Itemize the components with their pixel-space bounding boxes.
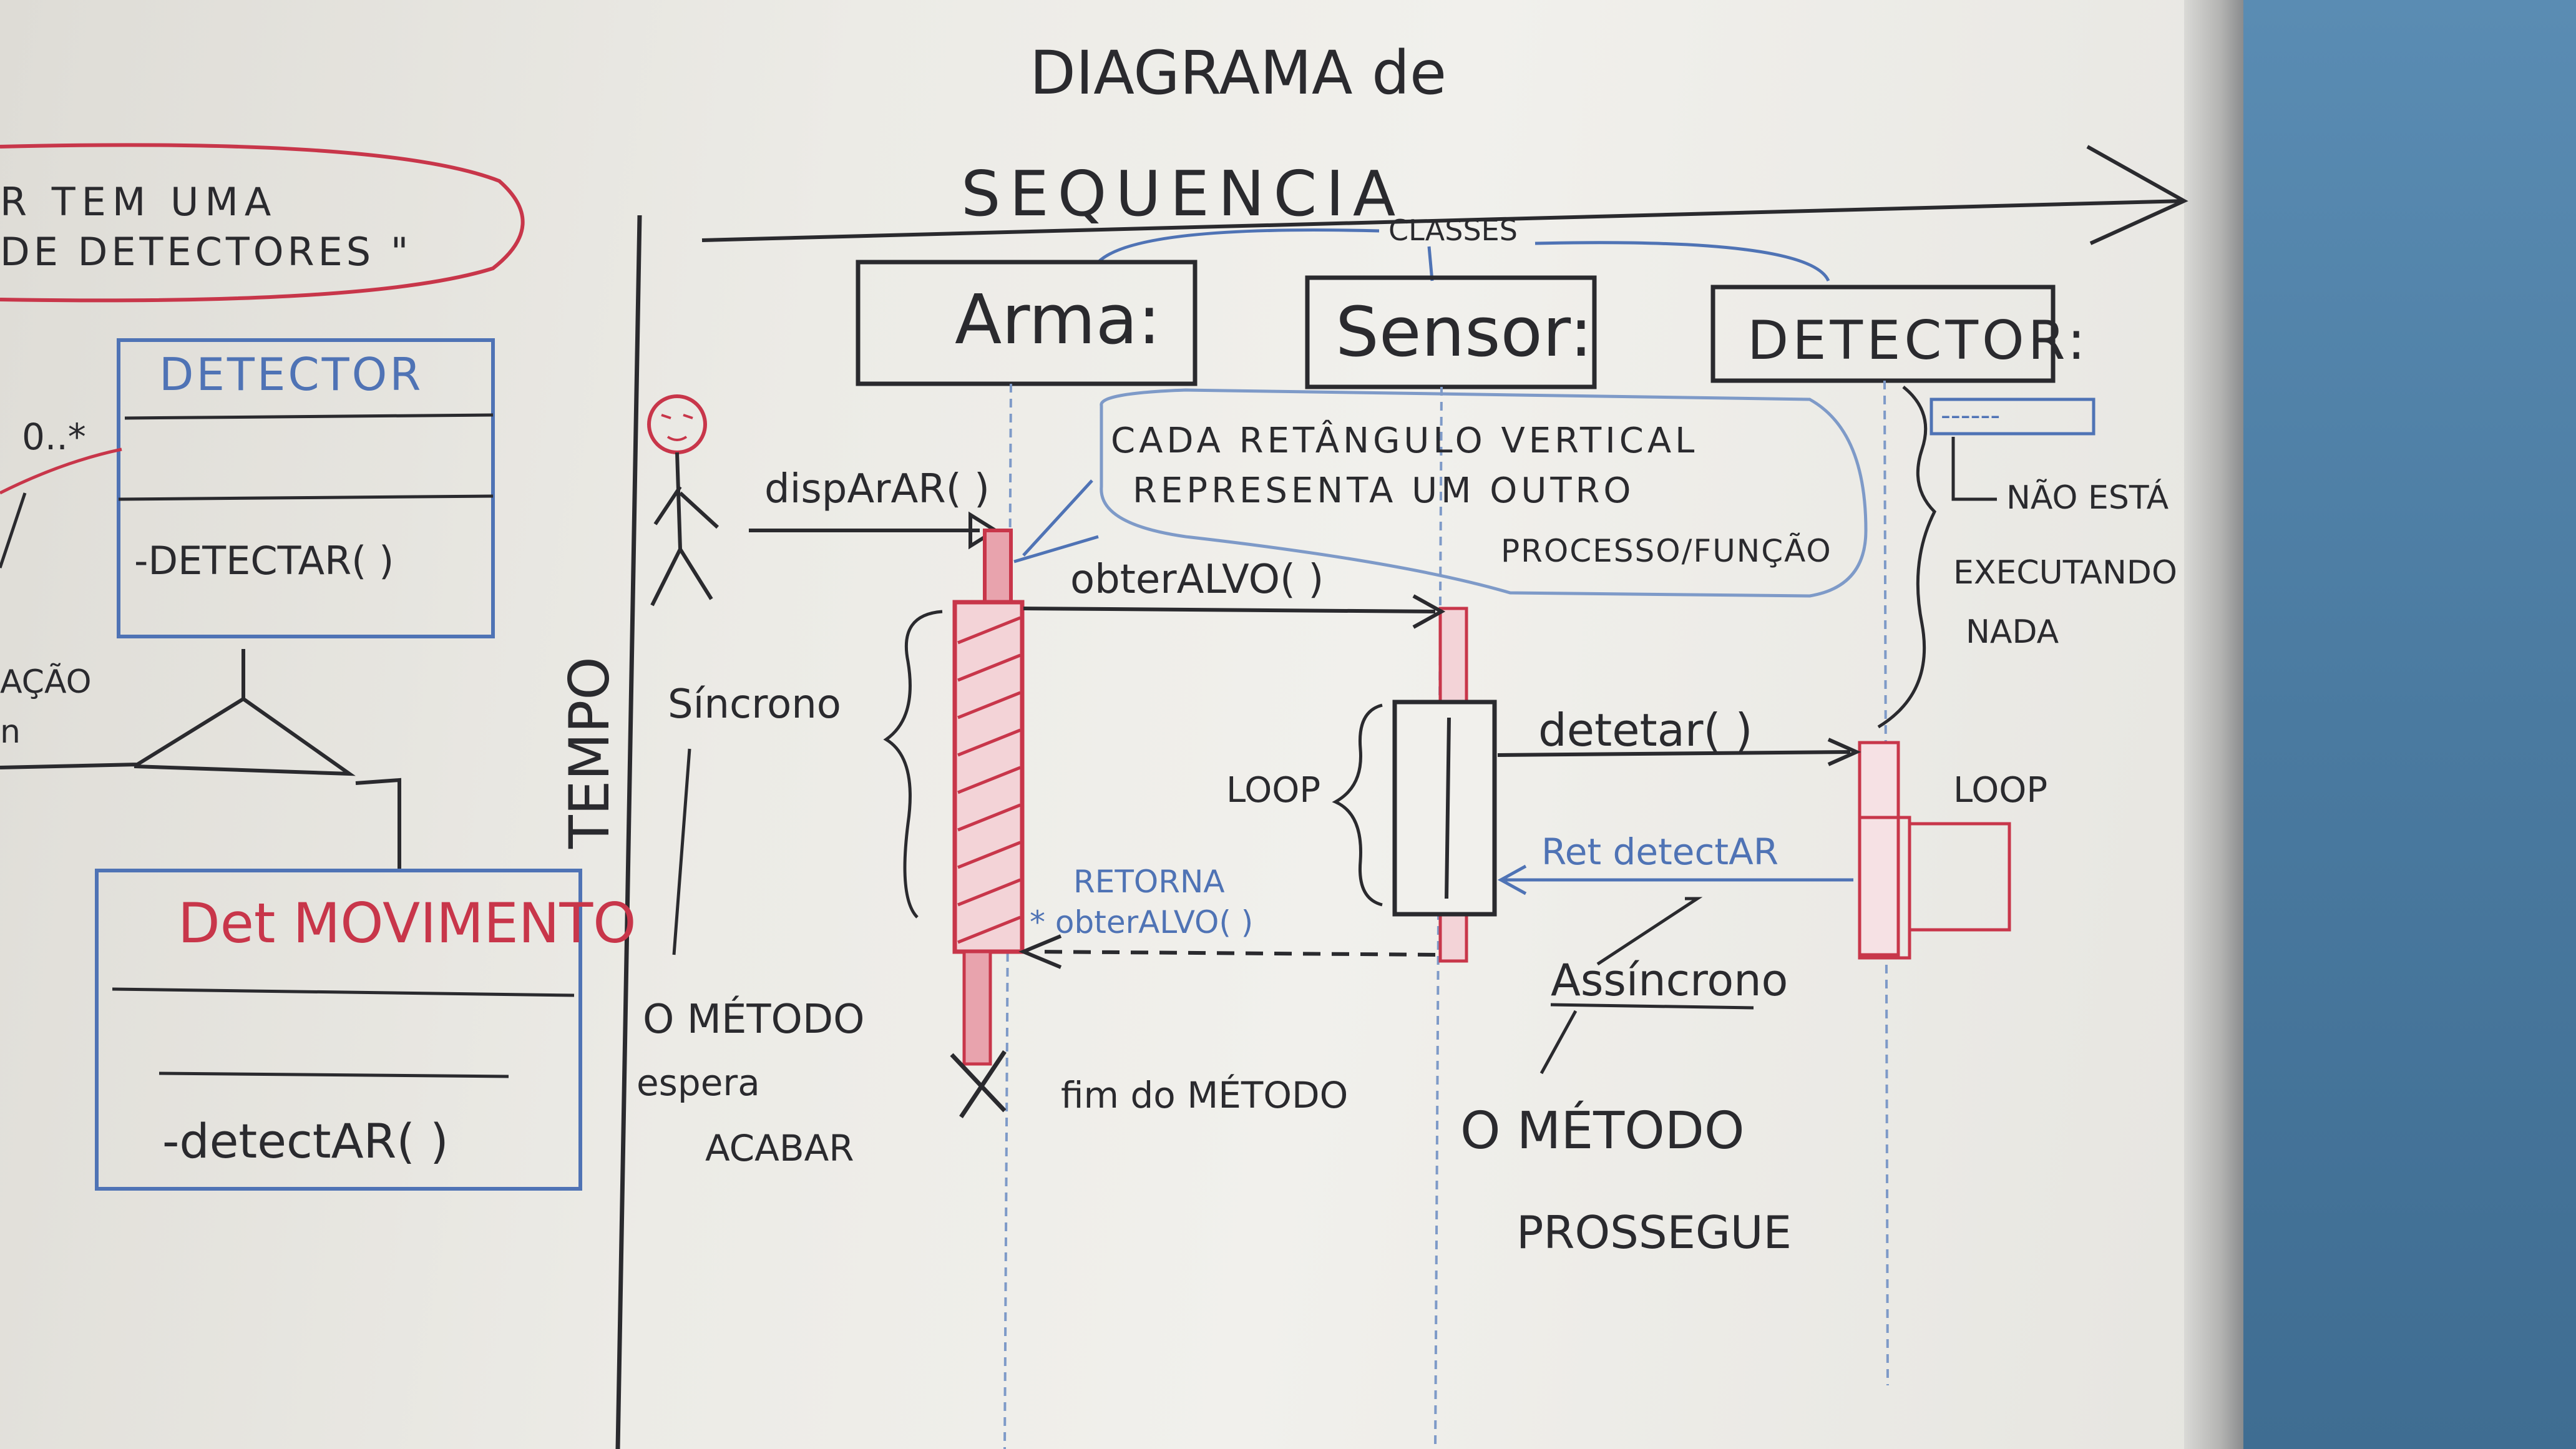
classes-label: CLASSES — [1388, 213, 1518, 247]
note-line-1: R TEM UMA — [0, 179, 277, 225]
whiteboard-frame — [2184, 0, 2243, 1449]
lifeline-arma: Arma: — [856, 260, 1198, 386]
arrowhead-retorna — [1018, 934, 1062, 969]
title-line-1: DIAGRAMA de — [1030, 38, 1447, 108]
note-executando: EXECUTANDO — [1953, 554, 2177, 592]
association-line — [0, 447, 122, 495]
note-espera-3: ACABAR — [705, 1127, 854, 1169]
detector-activation — [1858, 741, 2011, 960]
left-class-diagram: R TEM UMA DE DETECTORES " DETECTOR -DETE… — [0, 143, 637, 1191]
multiplicity: 0..* — [22, 416, 86, 458]
lifeline-sensor: Sensor: — [1305, 275, 1597, 389]
agregacao-label: AÇÃO — [0, 663, 92, 701]
detector-class-name: DETECTOR — [159, 348, 423, 401]
assincrono-stem — [1539, 1010, 1578, 1075]
red-note-bubble — [0, 143, 525, 303]
arma-activation — [950, 529, 1025, 1118]
note-assincrono: Assíncrono — [1551, 955, 1788, 1006]
callout-line-3: PROCESSO/FUNÇÃO — [1501, 533, 1832, 569]
time-axis-label: TEMPO — [557, 656, 622, 849]
inheritance-connector — [355, 778, 401, 871]
note-line-2: DE DETECTORES " — [0, 229, 412, 275]
idle-brace — [1877, 386, 1937, 729]
arma-end-x — [950, 1050, 1007, 1118]
wall-background — [2243, 0, 2576, 1449]
classes-arrows — [1097, 228, 1830, 282]
actor-head — [647, 394, 707, 454]
detector-box — [1710, 285, 2056, 383]
detector-class-box — [117, 338, 495, 638]
actor-stick-figure — [647, 394, 720, 607]
arrow-detetar — [1497, 750, 1851, 757]
arrow-obter-alvo — [1023, 607, 1436, 613]
arrowhead-detetar — [1827, 738, 1861, 766]
note-espera-2: espera — [637, 1061, 760, 1104]
detector-class-dividers — [118, 413, 494, 501]
callout-line-2: REPRESENTA UM OUTRO — [1133, 471, 1635, 511]
note-prossegue-1: O MÉTODO — [1460, 1101, 1744, 1161]
note-prossegue-2: PROSSEGUE — [1516, 1206, 1792, 1259]
note-nao-esta: NÃO ESTÁ — [2006, 479, 2169, 517]
sensor-box — [1305, 275, 1597, 389]
sincrono-line — [672, 748, 691, 955]
n-label: n — [0, 713, 21, 751]
whiteboard — [0, 0, 2222, 1449]
arrowhead-ret-detectar — [1497, 864, 1527, 895]
sensor-activation — [1392, 607, 1497, 963]
retorna-line-1: RETORNA — [1073, 864, 1225, 900]
assincrono-underline — [1550, 1003, 1754, 1010]
retorna-line-2: * obterALVO( ) — [1030, 904, 1253, 940]
arrowhead-obter-alvo — [1412, 594, 1446, 629]
arma-activation-hatching — [957, 616, 1021, 944]
note-fim-metodo: fim do MÉTODO — [1061, 1073, 1348, 1116]
arma-activation-main — [952, 600, 1025, 954]
note-loop-right: LOOP — [1953, 770, 2047, 811]
loop-inner-line — [1445, 717, 1451, 899]
arrow-retorna — [1035, 950, 1436, 957]
callout-bubble: CADA RETÂNGULO VERTICAL REPRESENTA UM OU… — [1013, 388, 1868, 598]
loop-frame-sensor — [1392, 700, 1497, 917]
idle-box — [1930, 398, 2095, 436]
detmov-class-dividers — [112, 987, 575, 1078]
arma-activation-top — [983, 529, 1013, 604]
title-line-2: SEQUENCIA — [961, 157, 1404, 230]
arma-box — [856, 260, 1198, 386]
loop-frame-detector — [1908, 822, 2011, 932]
arma-activation-tail — [962, 950, 992, 1066]
arma-label: Arma: — [955, 280, 1161, 359]
detector-class-method: -DETECTAR( ) — [134, 538, 394, 583]
msg-obter-alvo: obterALVO( ) — [1070, 557, 1324, 603]
detector-activation-bar — [1858, 741, 1900, 957]
detector-label: DETECTOR: — [1747, 310, 2089, 372]
idle-dashes: ------ — [1941, 399, 2000, 431]
detmov-class-name: Det MOVIMENTO — [178, 891, 637, 955]
assincrono-pointer — [1596, 897, 1703, 966]
detmov-class-method: -detectAR( ) — [162, 1113, 449, 1169]
lifeline-detector: DETECTOR: — [1710, 285, 2089, 383]
sensor-label: Sensor: — [1335, 292, 1593, 372]
msg-detetar: detetar( ) — [1538, 704, 1753, 756]
top-arrow — [701, 145, 2188, 245]
msg-disparar: dispArAR( ) — [764, 466, 990, 512]
time-axis — [615, 215, 642, 1449]
note-espera-1: O MÉTODO — [643, 995, 865, 1043]
callout-line-1: CADA RETÂNGULO VERTICAL — [1111, 421, 1698, 461]
association-arrow — [0, 492, 27, 568]
loop-brace — [1332, 703, 1383, 907]
inheritance-triangle — [0, 696, 356, 776]
idle-arrow — [1951, 437, 1997, 501]
note-loop-left: LOOP — [1226, 770, 1320, 811]
msg-ret-detectar: Ret detectAR — [1541, 831, 1778, 873]
note-sincrono: Síncrono — [668, 681, 841, 728]
sincrono-brace — [883, 610, 943, 919]
detmov-class-box — [95, 869, 582, 1191]
note-nada: NADA — [1966, 613, 2059, 651]
